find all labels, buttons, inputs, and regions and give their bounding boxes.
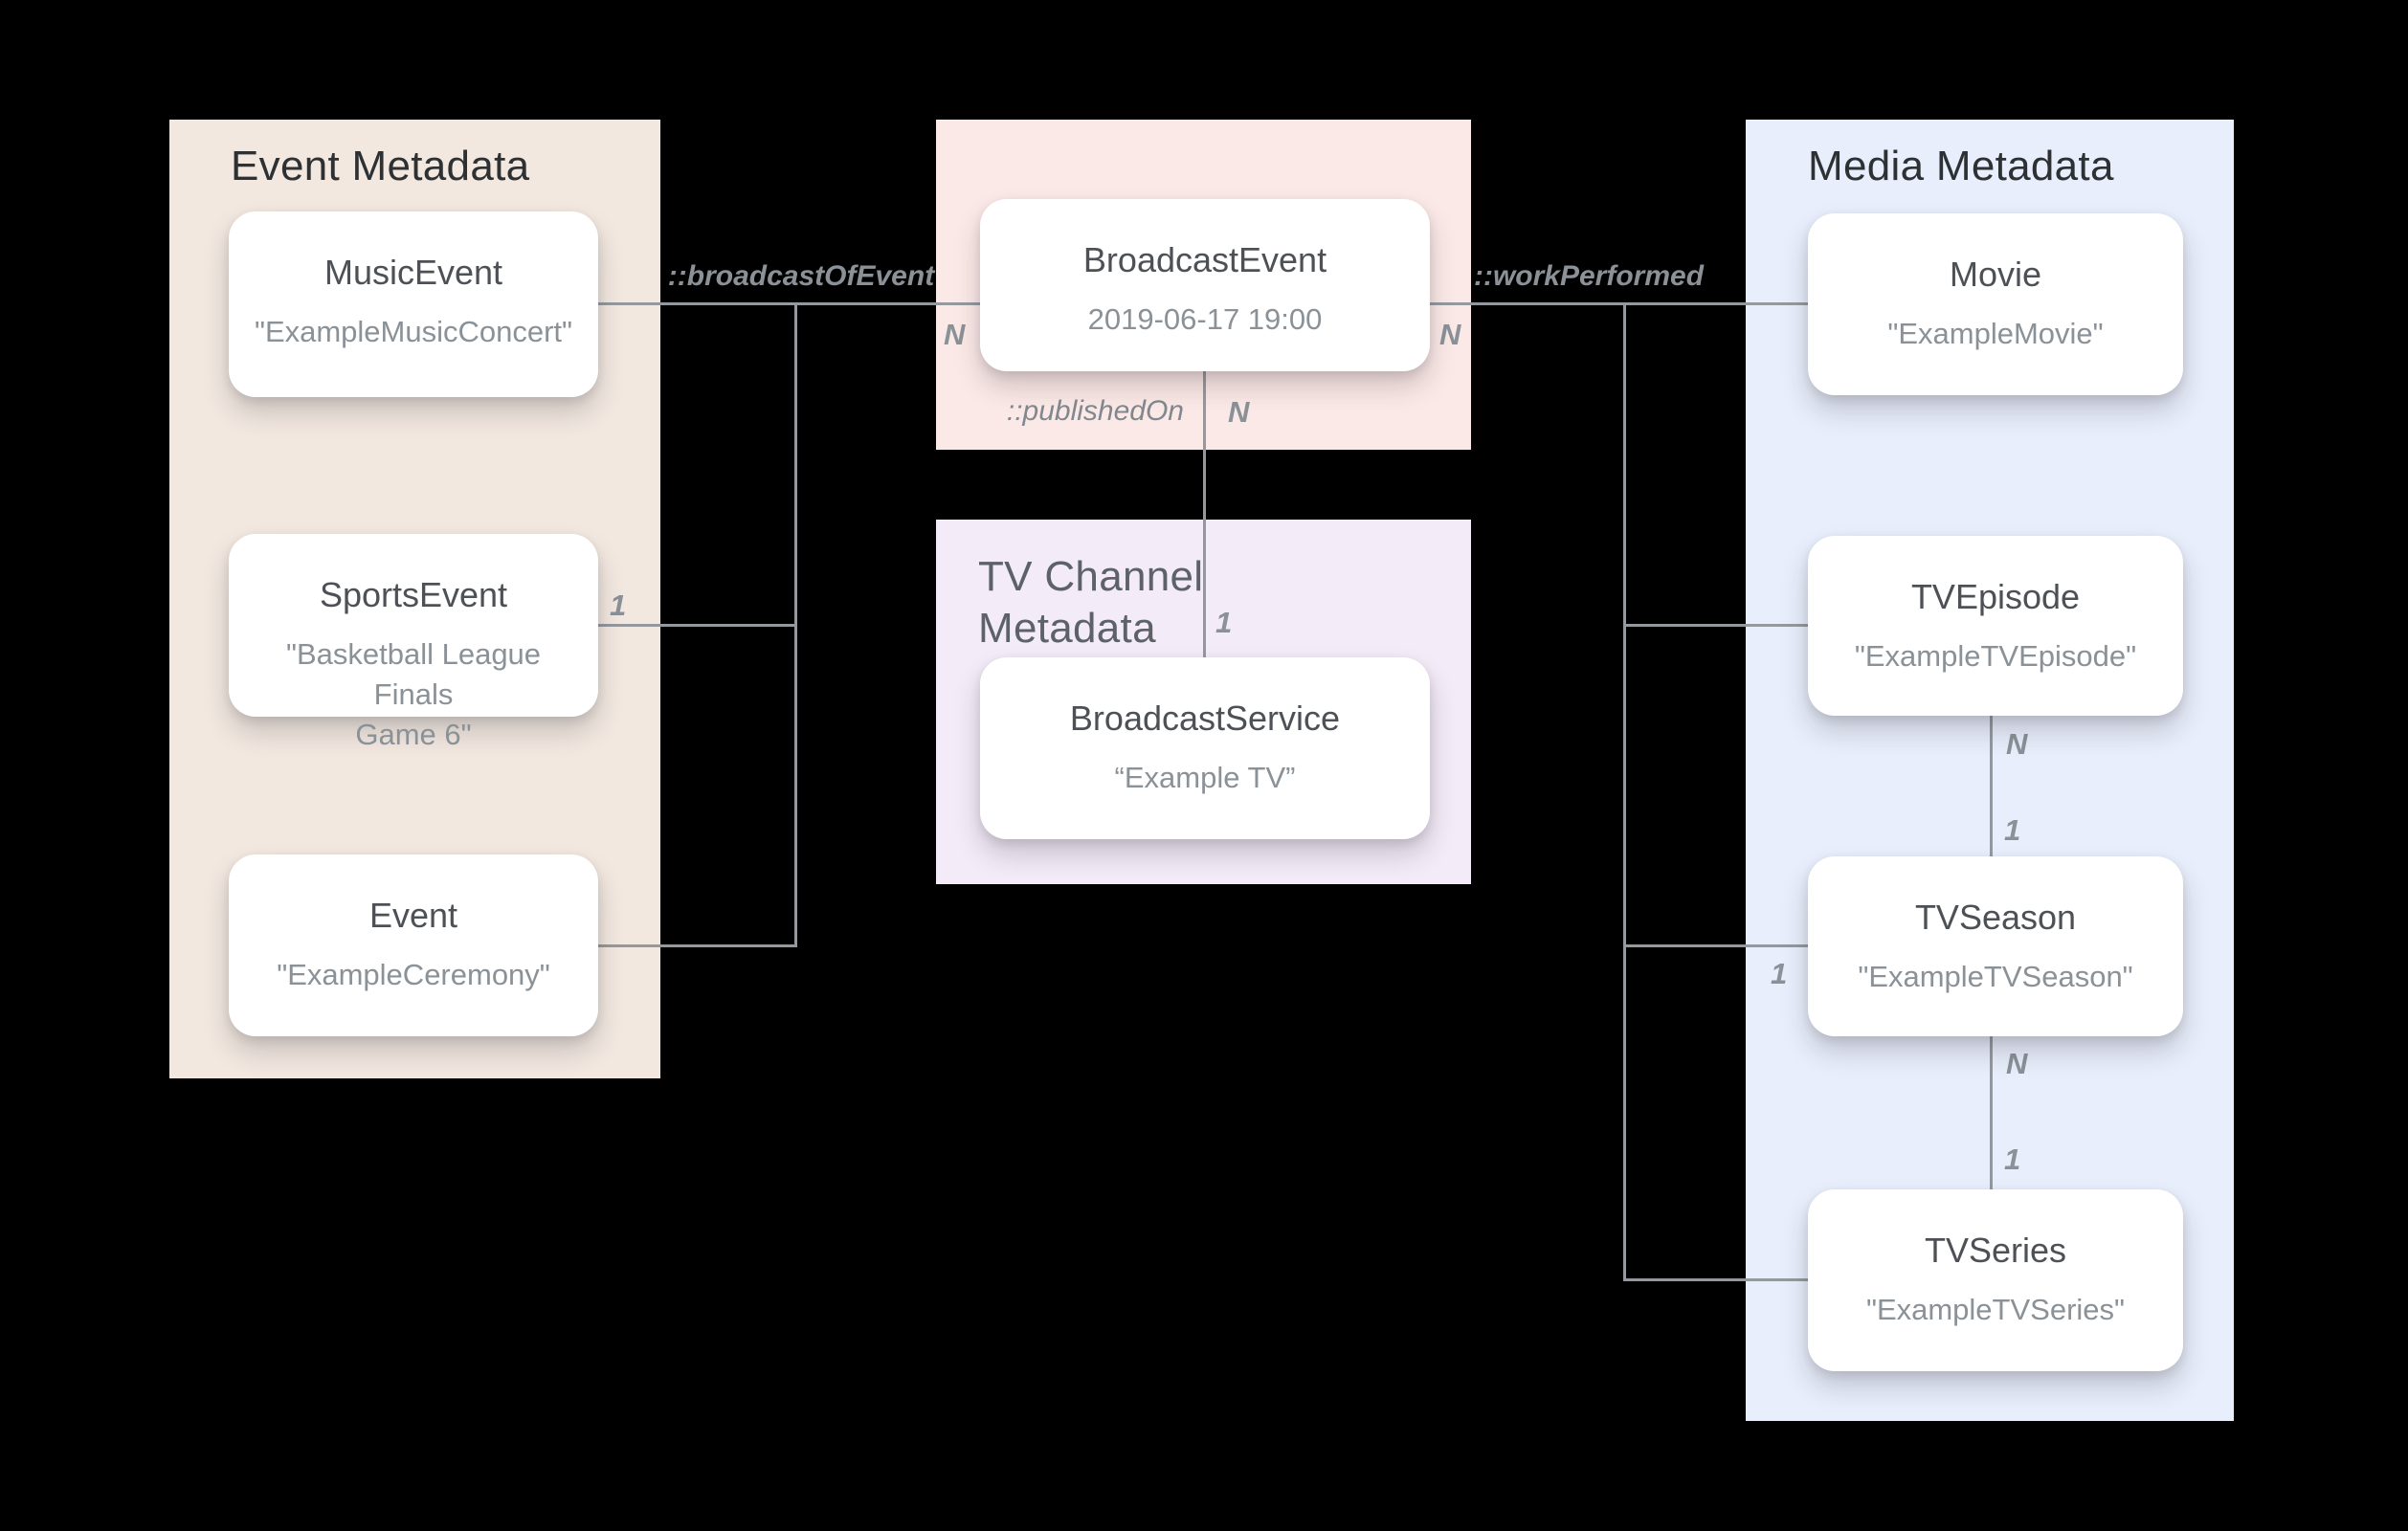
edge-label-publishedon: ::publishedOn bbox=[1006, 395, 1184, 427]
cardinality-publishedon-1: 1 bbox=[1215, 606, 1233, 639]
node-sportsevent-value: "Basketball League Finals Game 6" bbox=[285, 637, 542, 751]
node-movie: Movie "ExampleMovie" bbox=[1808, 213, 2183, 395]
connector-broadcastevent-broadcastservice bbox=[1203, 371, 1206, 658]
connector-sportsevent-bus bbox=[598, 624, 796, 627]
node-broadcastservice-title: BroadcastService bbox=[1069, 699, 1341, 738]
cardinality-tvseason-left-1: 1 bbox=[1771, 957, 1788, 990]
node-broadcastservice: BroadcastService “Example TV” bbox=[980, 657, 1430, 839]
connector-tvepisode-tvseason bbox=[1990, 716, 1993, 856]
cardinality-tvseason-top-1: 1 bbox=[2004, 813, 2021, 847]
cardinality-workperformed-n: N bbox=[1439, 318, 1461, 351]
cardinality-publishedon-n: N bbox=[1228, 395, 1250, 429]
edge-label-workperformed: ::workPerformed bbox=[1473, 260, 1705, 292]
node-musicevent: MusicEvent "ExampleMusicConcert" bbox=[229, 211, 598, 397]
connector-bus-tvseason bbox=[1624, 944, 1808, 947]
node-broadcastservice-value: “Example TV” bbox=[1114, 761, 1296, 794]
cardinality-tvepisode-n: N bbox=[2006, 727, 2028, 761]
cardinality-tvseason-bottom-n: N bbox=[2006, 1047, 2028, 1080]
node-movie-title: Movie bbox=[1949, 255, 2042, 294]
node-broadcastevent: BroadcastEvent 2019-06-17 19:00 bbox=[980, 199, 1430, 371]
connector-musicevent-broadcastevent bbox=[598, 302, 982, 305]
node-tvseries: TVSeries "ExampleTVSeries" bbox=[1808, 1189, 2183, 1371]
node-tvepisode-title: TVEpisode bbox=[1910, 577, 2081, 616]
connector-tvseason-tvseries bbox=[1990, 1036, 1993, 1189]
node-tvseries-value: "ExampleTVSeries" bbox=[1865, 1293, 2126, 1326]
node-tvseries-title: TVSeries bbox=[1924, 1231, 2067, 1270]
node-sportsevent: SportsEvent "Basketball League Finals Ga… bbox=[229, 534, 598, 751]
node-event-value: "ExampleCeremony" bbox=[277, 958, 550, 991]
connector-bus-tvseries bbox=[1624, 1278, 1808, 1281]
node-tvseason: TVSeason "ExampleTVSeason" bbox=[1808, 856, 2183, 1036]
node-tvepisode: TVEpisode "ExampleTVEpisode" bbox=[1808, 536, 2183, 716]
node-event-title: Event bbox=[368, 896, 458, 935]
edge-label-broadcastofevent: ::broadcastOfEvent bbox=[667, 260, 935, 292]
node-musicevent-value: "ExampleMusicConcert" bbox=[254, 315, 573, 348]
node-broadcastevent-title: BroadcastEvent bbox=[1082, 240, 1327, 279]
cardinality-tvseries-1: 1 bbox=[2004, 1143, 2021, 1176]
panel-tv-channel-metadata-title: TV Channel Metadata bbox=[978, 553, 1204, 652]
connector-broadcastevent-movie bbox=[1430, 302, 1808, 305]
node-tvseason-value: "ExampleTVSeason" bbox=[1858, 960, 2133, 993]
node-sportsevent-title: SportsEvent bbox=[319, 575, 508, 614]
cardinality-sportsevent-1: 1 bbox=[610, 588, 627, 622]
connector-bus-tvepisode bbox=[1624, 624, 1808, 627]
panel-media-metadata-title: Media Metadata bbox=[1808, 143, 2114, 189]
panel-event-metadata-title: Event Metadata bbox=[231, 143, 530, 189]
node-tvepisode-value: "ExampleTVEpisode" bbox=[1854, 639, 2137, 673]
node-movie-value: "ExampleMovie" bbox=[1887, 317, 2104, 350]
connector-event-bus bbox=[598, 944, 796, 947]
node-event: Event "ExampleCeremony" bbox=[229, 854, 598, 1036]
cardinality-broadcastofevent-n: N bbox=[944, 318, 966, 351]
connector-right-bus bbox=[1623, 302, 1626, 1281]
node-musicevent-title: MusicEvent bbox=[323, 253, 503, 292]
node-tvseason-title: TVSeason bbox=[1914, 898, 2077, 937]
node-broadcastevent-value: 2019-06-17 19:00 bbox=[1087, 302, 1323, 336]
